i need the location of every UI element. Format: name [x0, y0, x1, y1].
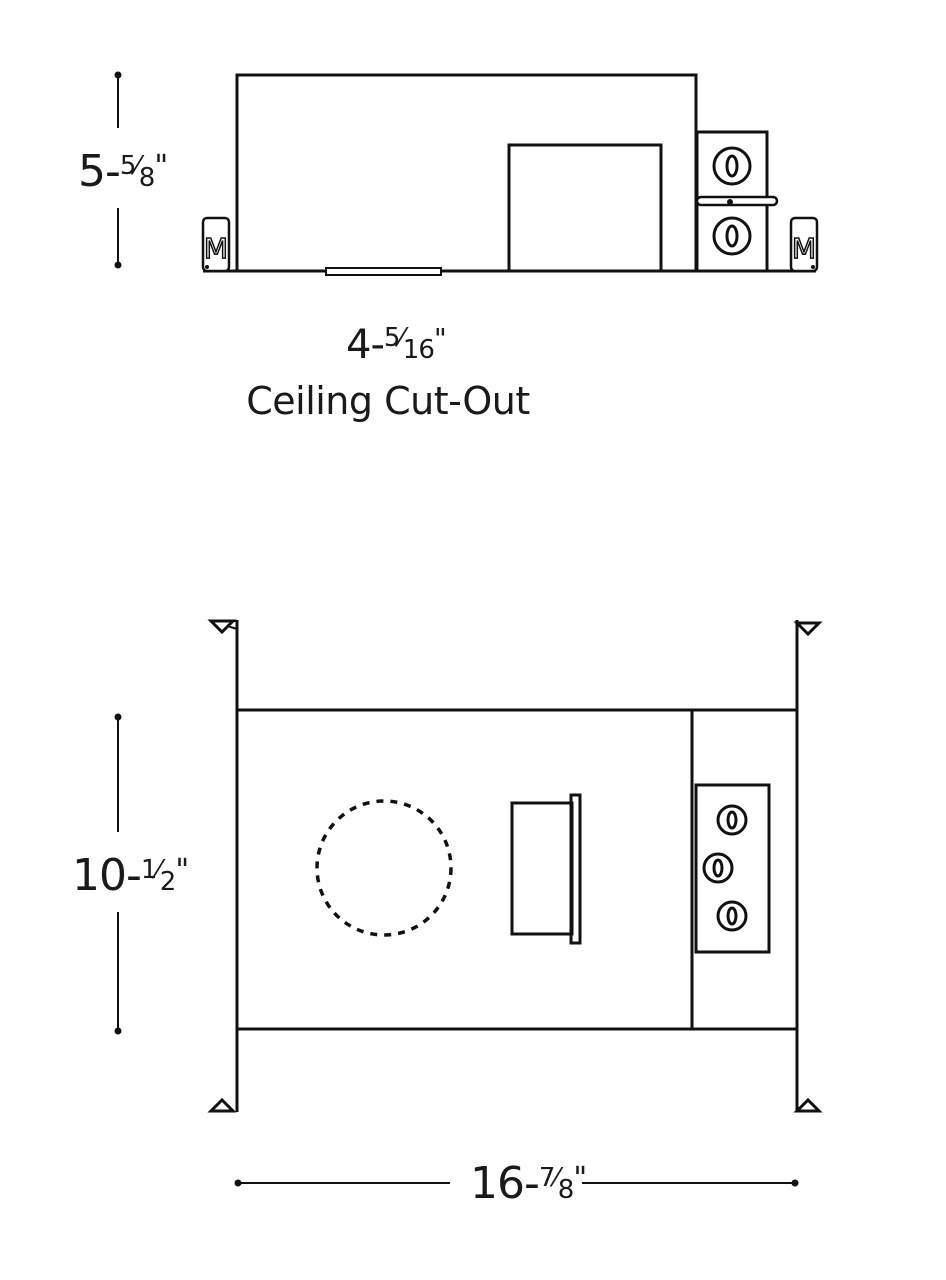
depth-dim-label: 10-1⁄2": [72, 850, 188, 901]
right-hanger-arrow-bottom: [793, 1097, 823, 1113]
right-bracket-rivet: [811, 265, 815, 269]
left-bracket: M: [201, 216, 231, 273]
junction-box: [695, 130, 779, 273]
housing-body: [235, 73, 698, 273]
left-bracket-letter: M: [204, 232, 228, 265]
knockout-2-slot: [712, 858, 724, 878]
height-dim-dot-top: [114, 71, 122, 79]
knockout-1-slot: [726, 810, 738, 830]
cutout-dim-label: 4-5⁄16": [346, 322, 446, 368]
height-dim-dot-bottom: [114, 261, 122, 269]
driver-box: [507, 143, 663, 273]
right-bracket-letter: M: [792, 232, 816, 265]
aperture-dashed-circle: [315, 799, 453, 937]
depth-dim-dot-bottom: [114, 1027, 122, 1035]
knockout-bottom-slot: [725, 224, 739, 248]
knockout-3-icon: [716, 900, 748, 932]
left-bracket-outline: [201, 216, 231, 273]
knockout-1-icon: [716, 804, 748, 836]
width-dim-dot-right: [791, 1179, 799, 1187]
depth-dim-dot-top: [114, 713, 122, 721]
driver-flange: [569, 793, 582, 945]
knockout-3-slot: [726, 906, 738, 926]
aperture-slot: [325, 267, 442, 276]
knockout-2-icon: [702, 852, 734, 884]
right-bracket: M: [789, 216, 819, 273]
side-view: 5-5⁄8" M M: [78, 71, 819, 423]
right-bracket-outline: [789, 216, 819, 273]
housing-top-outline: [235, 708, 799, 1031]
top-view: 10-1⁄2" 16-7⁄8": [72, 619, 823, 1209]
cutout-caption: Ceiling Cut-Out: [246, 379, 530, 423]
knockout-bottom-icon: [712, 216, 752, 256]
width-dim-dot-left: [234, 1179, 242, 1187]
height-dim-label: 5-5⁄8": [78, 146, 167, 197]
width-dimension: 16-7⁄8": [234, 1158, 799, 1209]
top-knockouts: [702, 804, 748, 932]
knockout-top-slot: [725, 154, 739, 178]
clip-pin: [727, 199, 733, 205]
right-hanger-arrow-top: [793, 621, 823, 637]
junction-clip: [695, 195, 779, 207]
height-dimension: 5-5⁄8": [78, 71, 168, 269]
left-hanger-arrow-top: [207, 619, 237, 635]
left-bracket-rivet: [205, 265, 209, 269]
left-hanger-arrow-bottom: [207, 1097, 237, 1113]
junction-box-top: [694, 783, 771, 954]
driver-top: [510, 801, 574, 936]
depth-dimension: 10-1⁄2": [72, 713, 189, 1035]
knockout-top-icon: [712, 146, 752, 186]
width-dim-label: 16-7⁄8": [470, 1158, 586, 1209]
